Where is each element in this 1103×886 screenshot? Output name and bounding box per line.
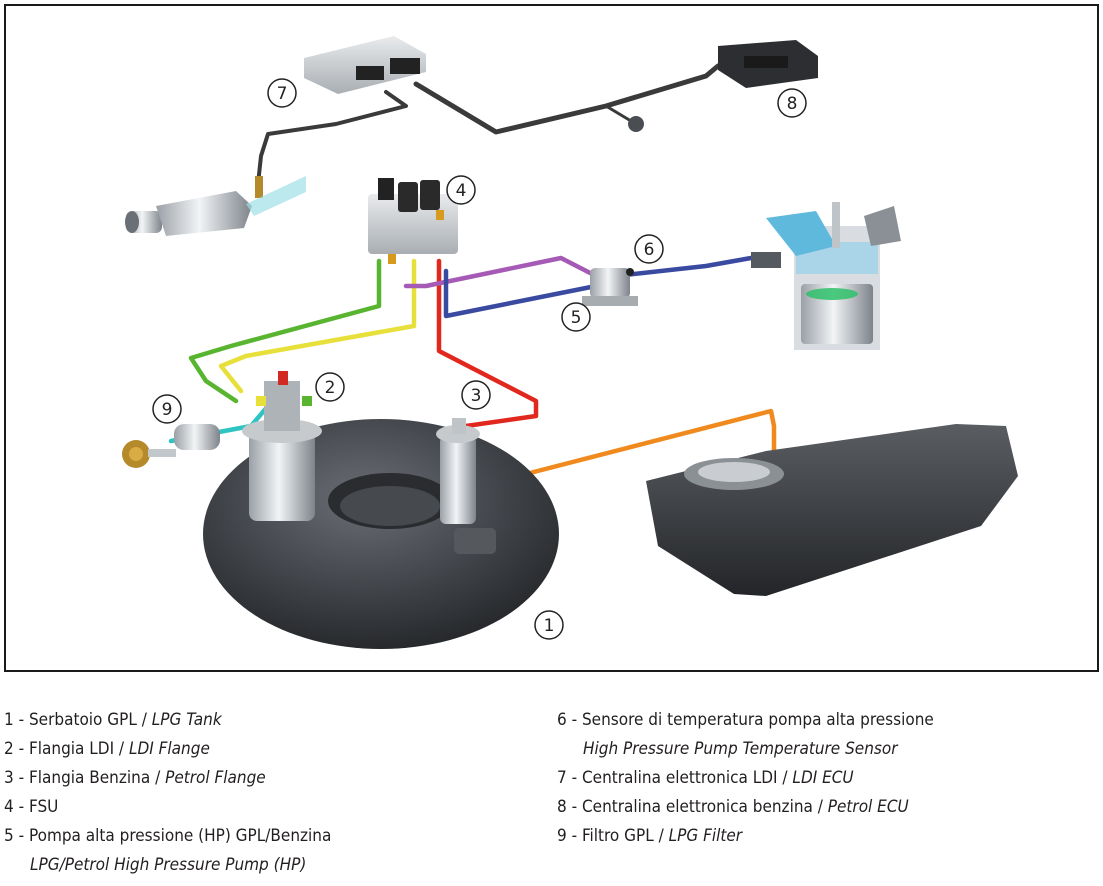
svg-text:7: 7 (277, 84, 288, 104)
legend-item-2: 2 - Flangia LDI / LDI Flange (4, 739, 210, 759)
wiring-connector (628, 116, 644, 132)
legend-item-5-english: LPG/Petrol High Pressure Pump (HP) (30, 855, 307, 875)
hp-pump (582, 268, 638, 306)
legend-item-1: 1 - Serbatoio GPL / LPG Tank (4, 710, 222, 730)
lambda-sensor (246, 176, 306, 216)
red-line (436, 258, 539, 429)
yellow-line (218, 258, 417, 394)
legend-item-7: 7 - Centralina elettronica LDI / LDI ECU (557, 768, 854, 788)
callout-3: 3 (461, 380, 491, 410)
engine-cylinder (751, 202, 901, 350)
svg-text:8: 8 (787, 94, 798, 114)
callout-4: 4 (446, 175, 476, 205)
svg-text:5: 5 (571, 308, 582, 328)
callout-1: 1 (534, 610, 564, 640)
petrol-flange (436, 418, 480, 524)
blue-line (443, 255, 754, 319)
ldi-flange (242, 371, 322, 521)
lpg-filter (122, 424, 220, 468)
legend-item-9: 9 - Filtro GPL / LPG Filter (557, 826, 743, 846)
svg-text:2: 2 (325, 378, 336, 398)
petrol-ecu (718, 40, 818, 88)
svg-text:9: 9 (162, 400, 173, 420)
ecu-wiring (256, 63, 721, 186)
callout-8: 8 (777, 88, 807, 118)
svg-text:1: 1 (544, 616, 555, 636)
callout-2: 2 (315, 372, 345, 402)
callout-9: 9 (152, 394, 182, 424)
purple-line (403, 255, 599, 289)
legend-item-4: 4 - FSU (4, 797, 59, 817)
catalytic-converter (125, 191, 252, 236)
svg-text:6: 6 (644, 240, 655, 260)
legend-item-3: 3 - Flangia Benzina / Petrol Flange (4, 768, 266, 788)
callout-7: 7 (267, 78, 297, 108)
ldi-ecu (304, 36, 426, 94)
legend-item-8: 8 - Centralina elettronica benzina / Pet… (557, 797, 909, 817)
petrol-tank (646, 424, 1018, 596)
legend-item-5: 5 - Pompa alta pressione (HP) GPL/Benzin… (4, 826, 332, 846)
legend-item-6: 6 - Sensore di temperatura pompa alta pr… (557, 710, 934, 730)
fsu (368, 178, 458, 264)
svg-text:4: 4 (456, 181, 467, 201)
svg-text:3: 3 (471, 386, 482, 406)
legend-item-6-english: High Pressure Pump Temperature Sensor (583, 739, 898, 759)
legend-left: 1 - Serbatoio GPL / LPG Tank 2 - Flangia… (4, 706, 331, 880)
callout-6: 6 (634, 234, 664, 264)
callout-5: 5 (561, 302, 591, 332)
green-line (188, 258, 382, 404)
diagram-frame: 1 2 3 4 5 6 7 8 9 (4, 4, 1099, 672)
lpg-system-diagram: 1 2 3 4 5 6 7 8 9 (122, 36, 1018, 649)
legend-right: 6 - Sensore di temperatura pompa alta pr… (557, 706, 934, 851)
